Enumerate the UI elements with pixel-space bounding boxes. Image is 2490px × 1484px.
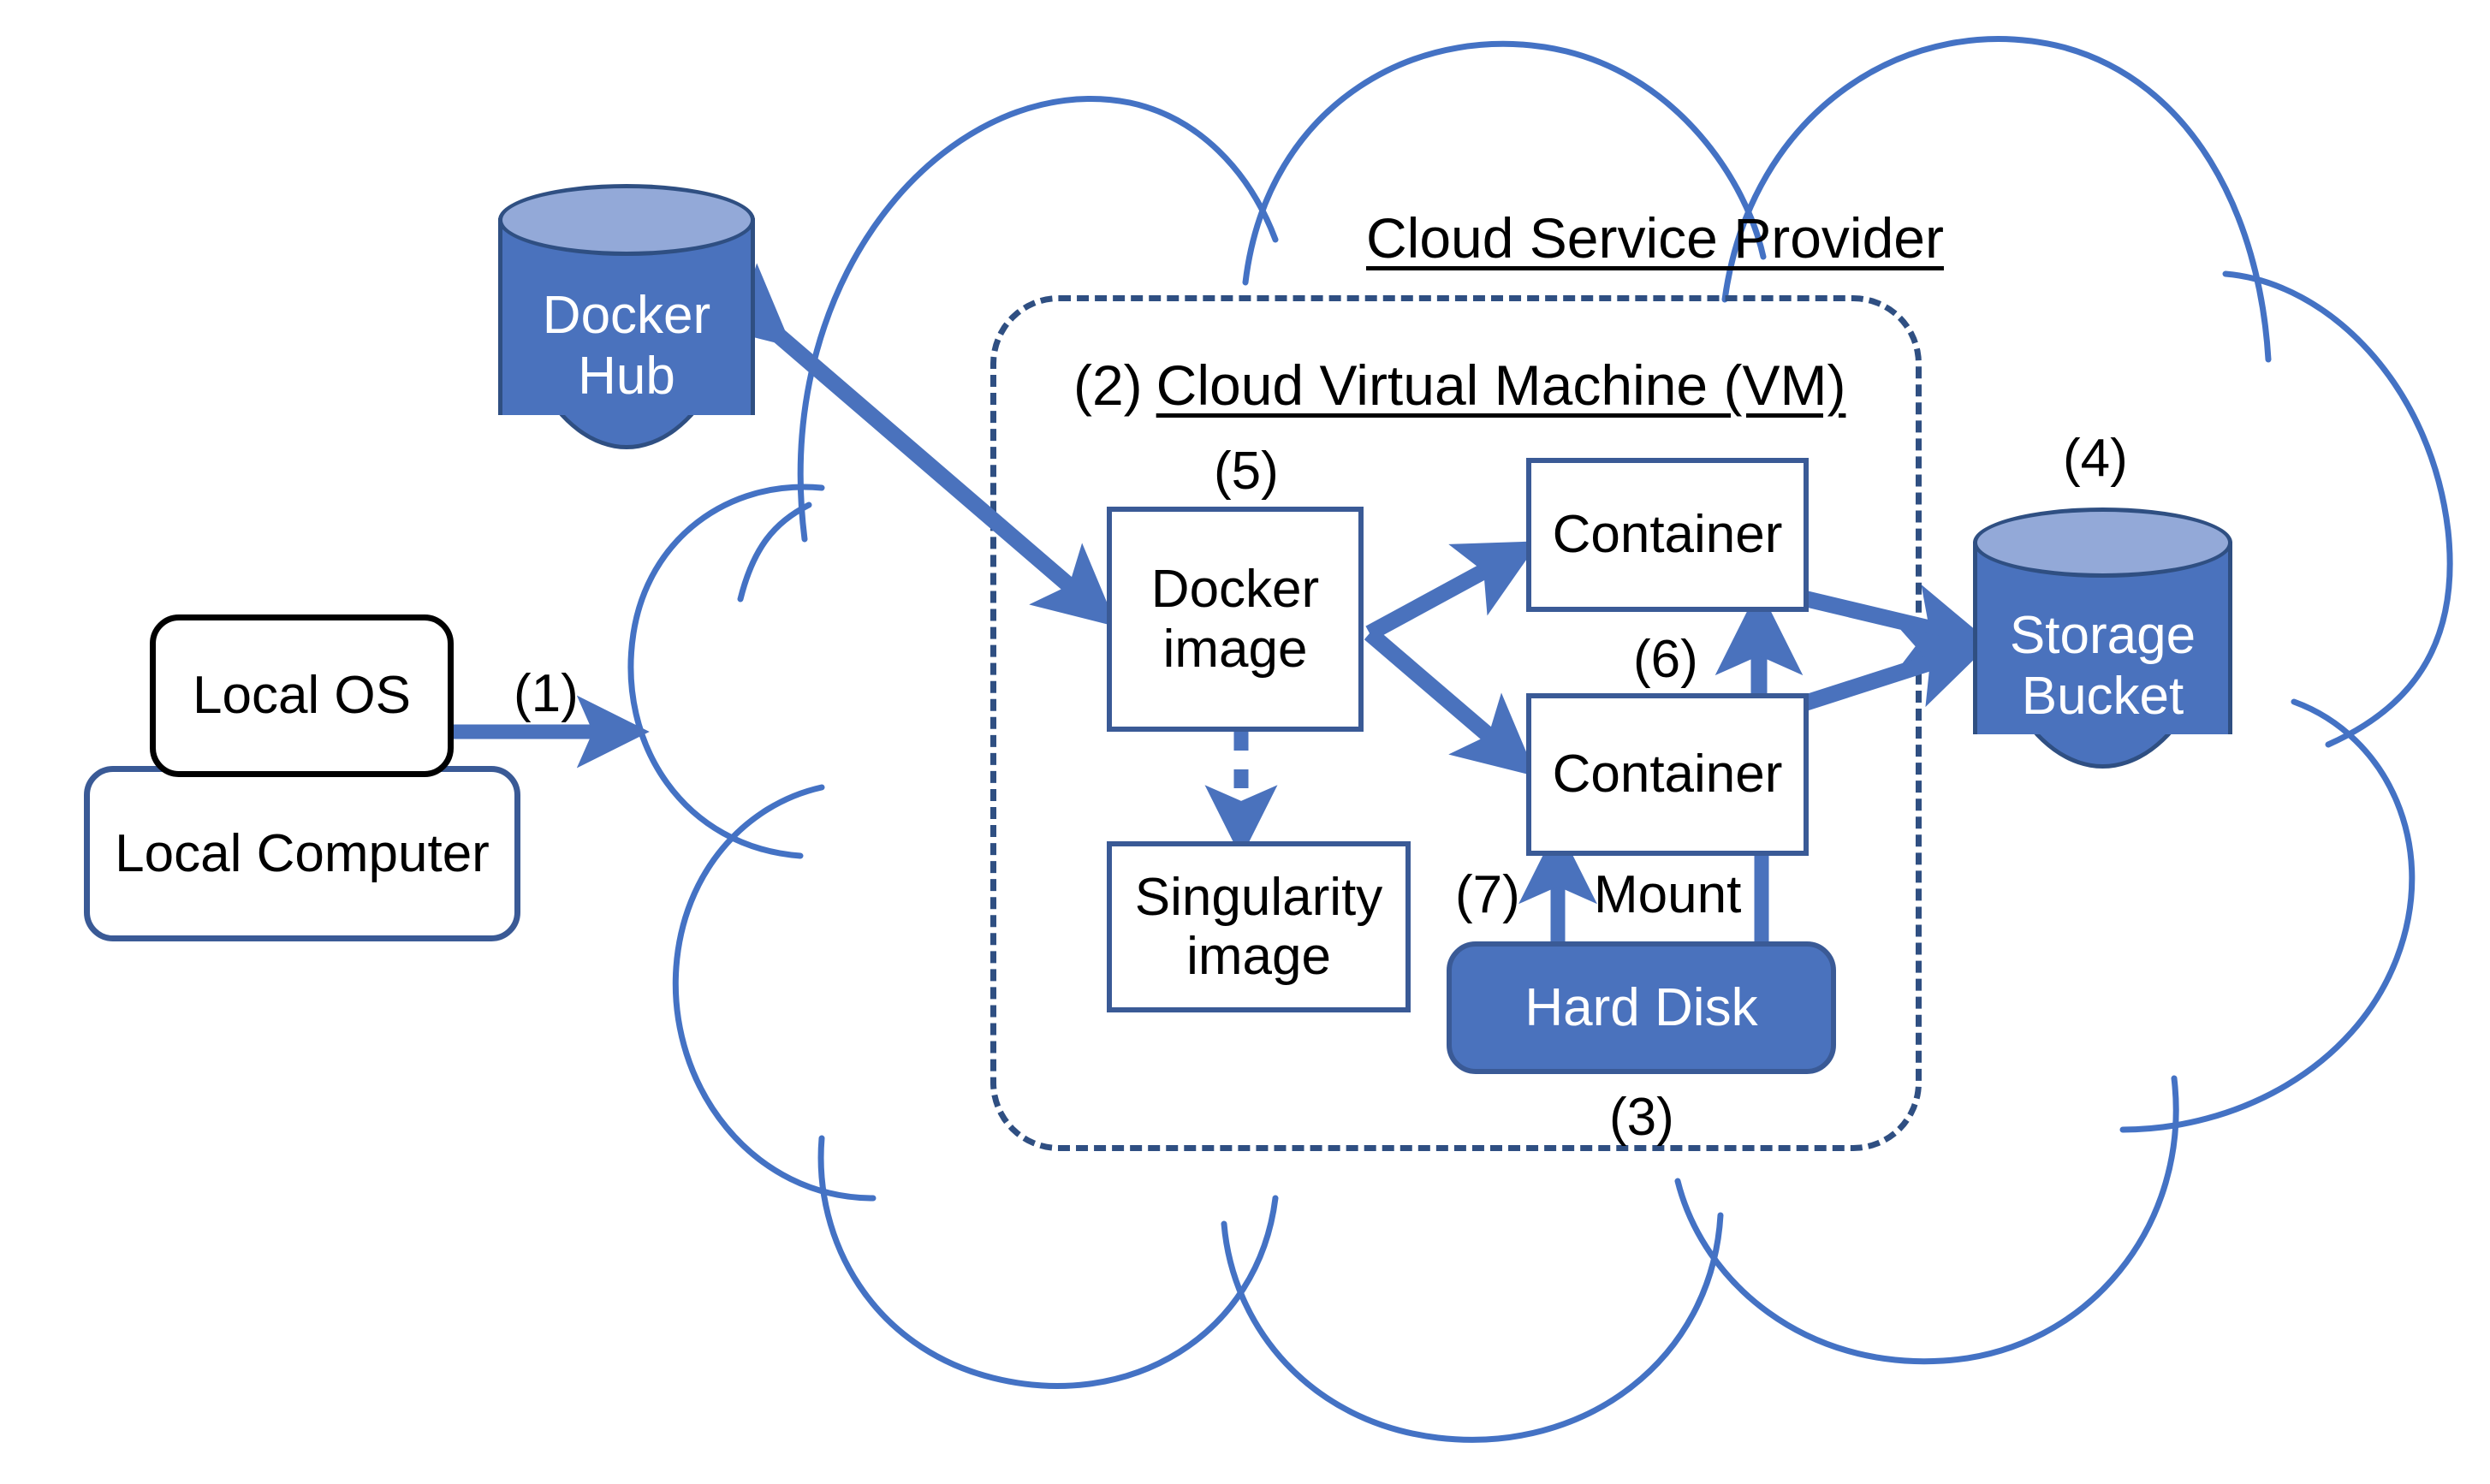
cloud-vm-step-label: (2): [1073, 353, 1143, 417]
docker-image-box[interactable]: Docker image: [1107, 507, 1364, 732]
singularity-image-label-line1: Singularity: [1134, 867, 1383, 927]
step-4-label: (4): [2063, 429, 2128, 488]
docker-image-label-line2: image: [1162, 619, 1308, 679]
step-5-label: (5): [1214, 442, 1279, 501]
step-7-label: (7): [1455, 865, 1520, 924]
step-3-label: (3): [1609, 1088, 1674, 1147]
mount-label: Mount: [1594, 865, 1742, 924]
singularity-image-box[interactable]: Singularity image: [1107, 841, 1411, 1012]
storage-bucket-label-line2: Bucket: [2021, 666, 2184, 726]
storage-bucket-cylinder[interactable]: Storage Bucket: [1973, 508, 2232, 769]
cloud-arc-11: [737, 502, 812, 603]
storage-bucket-label: Storage Bucket: [1973, 583, 2232, 750]
container-top-box[interactable]: Container: [1526, 458, 1809, 612]
local-os-box[interactable]: Local OS: [150, 614, 454, 777]
cloud-arc-4: [2222, 270, 2453, 748]
storage-bucket-cylinder-top: [1973, 508, 2232, 578]
cloud-arc-10: [627, 484, 825, 859]
container-bottom-box[interactable]: Container: [1526, 693, 1809, 856]
cloud-service-provider-title: Cloud Service Provider: [1366, 206, 1944, 270]
step-1-label: (1): [514, 664, 579, 723]
docker-image-label-line1: Docker: [1150, 560, 1320, 620]
docker-hub-label-line1: Docker: [542, 286, 711, 346]
cloud-vm-title: Cloud Virtual Machine (VM): [1156, 353, 1846, 417]
step-6-label: (6): [1633, 630, 1698, 689]
hard-disk-box[interactable]: Hard Disk: [1447, 941, 1836, 1074]
cloud-arc-9: [672, 784, 877, 1202]
storage-bucket-label-line1: Storage: [2009, 605, 2196, 665]
cloud-arc-8: [817, 1135, 1279, 1389]
docker-hub-label-line2: Hub: [578, 347, 675, 406]
cloud-arc-7: [1221, 1212, 1724, 1443]
docker-hub-label: Docker Hub: [498, 261, 755, 432]
local-computer-box[interactable]: Local Computer: [84, 766, 520, 941]
docker-hub-cylinder-top: [498, 184, 755, 256]
cloud-vm-title-wrap: (2) Cloud Virtual Machine (VM): [1073, 353, 1845, 418]
docker-hub-cylinder[interactable]: Docker Hub: [498, 184, 755, 449]
singularity-image-label-line2: image: [1186, 927, 1331, 986]
